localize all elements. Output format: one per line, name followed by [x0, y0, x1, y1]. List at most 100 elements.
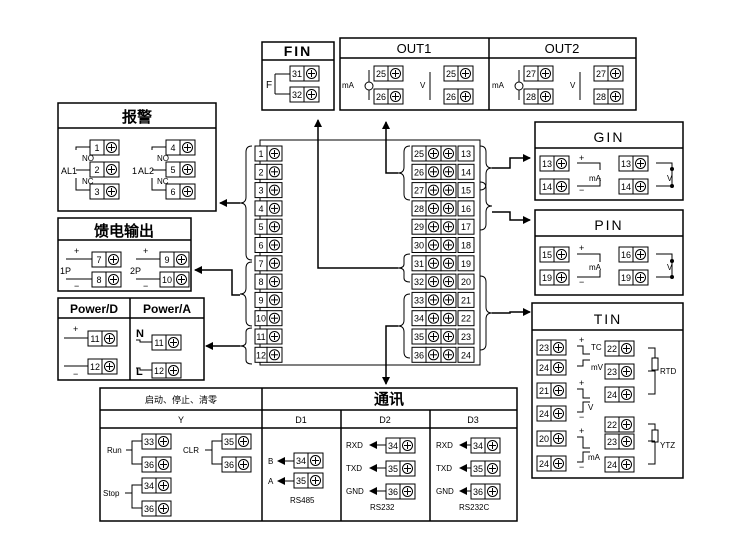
terminal: 10 — [159, 271, 190, 288]
terminal-number: 15 — [461, 186, 471, 196]
screw-icon — [269, 239, 280, 251]
terminal-number: 31 — [414, 259, 424, 269]
terminal: 32 — [411, 273, 442, 290]
terminal: 35 — [293, 472, 324, 489]
svg-text:+: + — [579, 153, 584, 163]
terminal: 31 — [411, 255, 442, 272]
screw-icon — [428, 148, 439, 159]
terminal-number: 35 — [473, 464, 483, 474]
screw-icon — [610, 68, 621, 79]
terminal-number: 13 — [542, 159, 552, 169]
tin-ytz: YTZ — [660, 441, 675, 450]
terminal-number: 16 — [621, 250, 631, 260]
screw-icon — [306, 89, 317, 100]
terminal: 13 — [618, 155, 649, 172]
terminal-number: 20 — [539, 434, 549, 444]
terminal: 26 — [373, 88, 404, 105]
screw-icon — [428, 239, 439, 251]
power-d-title: Power/D — [70, 302, 118, 316]
arrow-to-out — [382, 121, 398, 174]
screw-icon — [621, 459, 632, 470]
terminal-number: 28 — [526, 92, 536, 102]
power-n: N — [136, 328, 144, 340]
fin-label: F — [266, 80, 272, 91]
screw-icon — [635, 272, 646, 283]
terminal: 5 — [165, 161, 196, 178]
terminal-number: 30 — [414, 241, 424, 251]
screw-icon — [428, 166, 439, 178]
screw-icon — [428, 221, 439, 233]
svg-text:+: + — [143, 246, 148, 256]
screw-icon — [168, 365, 179, 376]
tin-tc: TC — [591, 343, 602, 352]
terminal-number: 36 — [473, 487, 483, 497]
fin-title: FIN — [284, 43, 313, 59]
comm-label: RS485 — [290, 496, 315, 505]
terminal-number: 27 — [526, 69, 536, 79]
terminal-number: 14 — [542, 182, 552, 192]
screw-icon — [182, 186, 193, 197]
comm-y-header: 启动、停止、清零 — [145, 394, 217, 405]
terminal: 30 — [411, 237, 442, 253]
terminal-number: 33 — [414, 295, 424, 305]
screw-icon — [402, 463, 413, 474]
terminal-number: 29 — [414, 222, 424, 232]
comm-label: TXD — [436, 464, 452, 473]
tin-v: V — [588, 403, 594, 412]
screw-icon — [428, 349, 439, 361]
terminal: 34 — [411, 310, 442, 327]
terminal-number: 34 — [414, 314, 424, 324]
terminal-number: 7 — [258, 259, 263, 269]
terminal: 23 — [604, 363, 635, 380]
terminal: 28 — [523, 88, 554, 105]
terminal-number: 22 — [607, 344, 617, 354]
terminal: 3 — [89, 183, 120, 200]
screw-icon — [443, 294, 454, 306]
terminal-number: 9 — [258, 295, 263, 305]
alarm-al2-prefix: 1 — [132, 166, 137, 176]
comm-title: 通讯 — [374, 391, 404, 408]
screw-icon — [108, 254, 119, 265]
terminal: 25 — [411, 145, 442, 162]
screw-icon — [168, 337, 179, 348]
terminal-number: 27 — [414, 186, 424, 196]
terminal-number: 19 — [621, 273, 631, 283]
out1-v-label: V — [420, 81, 426, 90]
terminal-number: 24 — [461, 350, 471, 360]
comm-d1: D1 — [295, 415, 307, 425]
screw-icon — [238, 436, 249, 447]
terminal-number: 12 — [154, 366, 164, 376]
terminal-number: 35 — [224, 437, 234, 447]
screw-icon — [443, 257, 454, 269]
gin-title: GIN — [594, 129, 625, 145]
screw-icon — [428, 184, 439, 196]
terminal: 9 — [254, 291, 283, 308]
comm-label: RS232 — [370, 503, 395, 512]
terminal: 25 — [373, 65, 404, 82]
screw-icon — [540, 68, 551, 79]
svg-text:−: − — [143, 281, 148, 291]
screw-icon — [106, 142, 117, 153]
terminal: 16 — [618, 246, 649, 263]
screw-icon — [158, 459, 169, 470]
screw-icon — [443, 349, 454, 361]
terminal: 14 — [618, 178, 649, 195]
screw-icon — [269, 166, 280, 178]
terminal-number: 36 — [414, 350, 424, 360]
alarm-al2: AL2 — [138, 166, 154, 176]
terminal-number: 34 — [473, 441, 483, 451]
terminal: 11 — [254, 328, 283, 345]
svg-text:+: + — [579, 243, 584, 253]
terminal: 6 — [254, 237, 283, 253]
screw-icon — [443, 331, 454, 342]
screw-icon — [460, 91, 471, 102]
terminal: 36 — [221, 456, 252, 473]
terminal: 1 — [254, 145, 283, 162]
screw-icon — [104, 361, 115, 372]
arrow-to-tin — [492, 308, 531, 316]
screw-icon — [428, 276, 439, 288]
